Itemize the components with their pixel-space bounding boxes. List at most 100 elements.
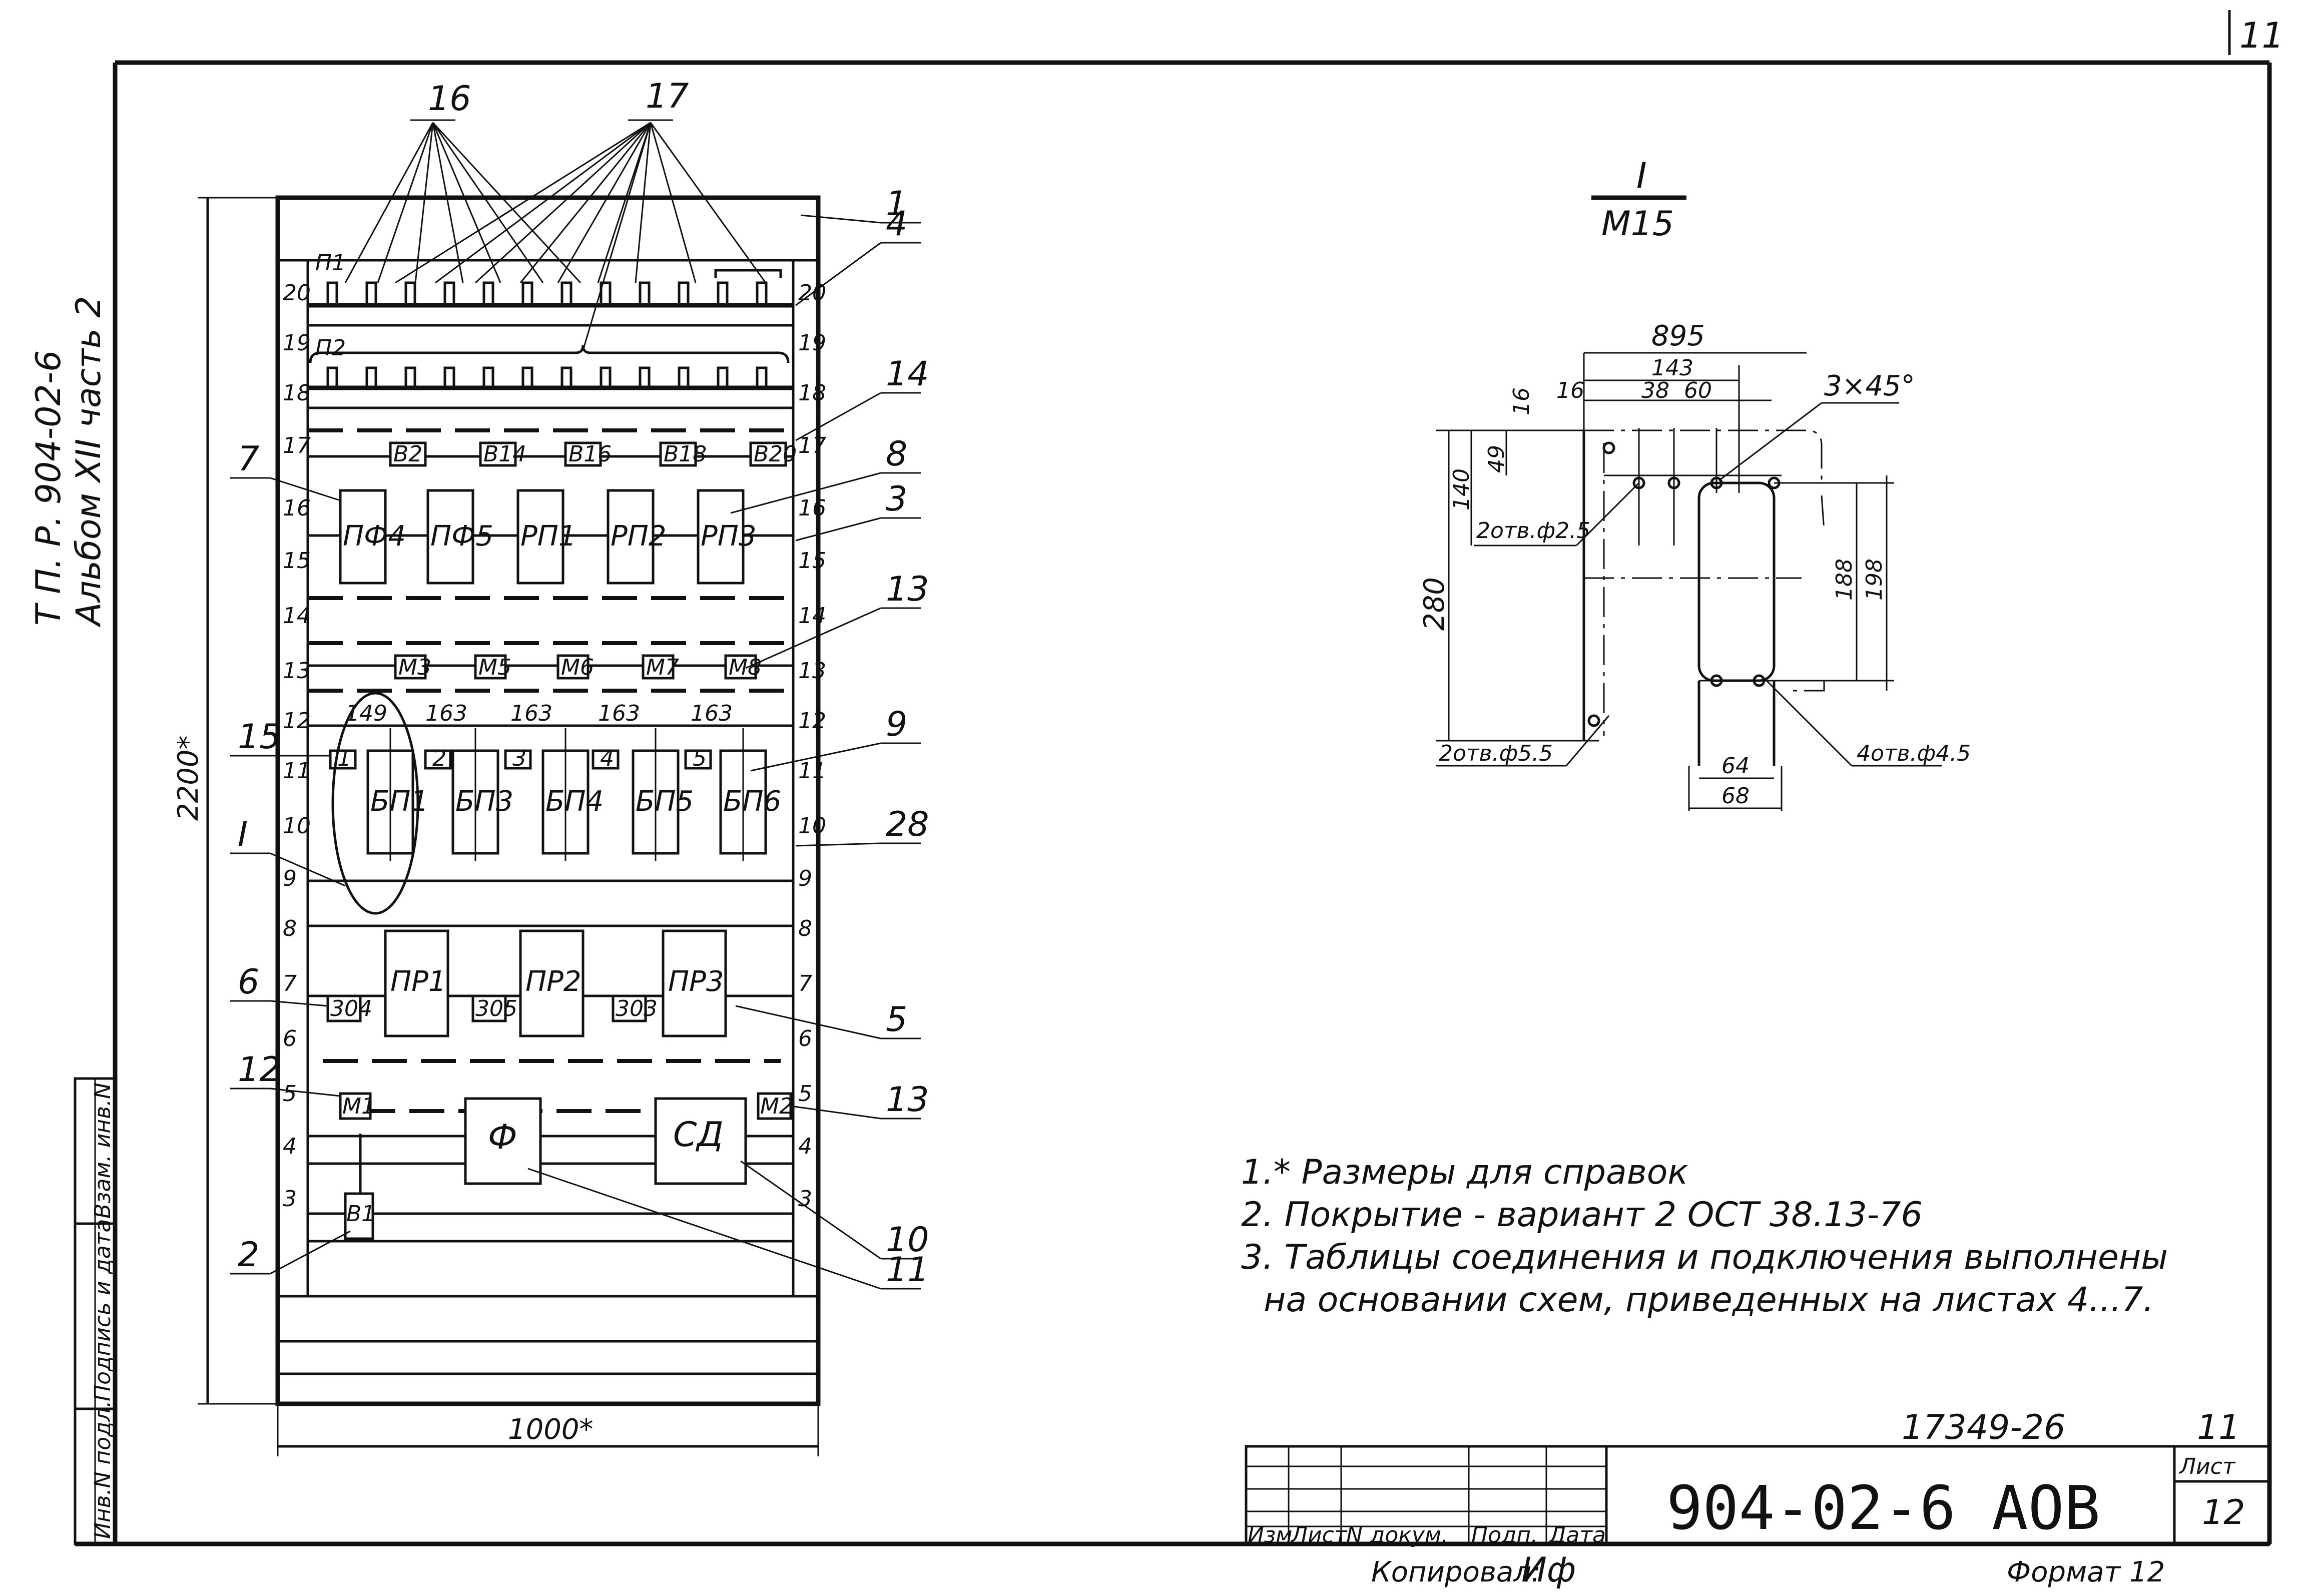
side-label-line2: Альбом XII часть 2	[69, 296, 109, 628]
relay-block: РП3	[697, 489, 757, 585]
tb-header-doc: N докум.	[1346, 1522, 1448, 1548]
sheet-label: Лист	[2178, 1454, 2236, 1479]
left-stamp: Инв.N подл. Подпись и дата Взам. инв.N	[74, 1077, 117, 1545]
right-callout: 3	[795, 479, 921, 542]
power-block-label: БП3	[455, 785, 513, 818]
small-box-label: 303	[616, 996, 658, 1021]
right-callout-number: 8	[886, 434, 907, 474]
dim-64: 64	[1721, 753, 1750, 779]
row-number-left: 12	[283, 708, 311, 734]
tb-header-sign: Подп.	[1471, 1522, 1538, 1548]
stamp-sign-label: Подпись и дата	[90, 1219, 116, 1401]
pitch-dimension: 149	[345, 701, 387, 726]
unit-sd: СД	[654, 1097, 747, 1185]
doc-code: 904-02-6 АОВ	[1666, 1474, 2100, 1543]
m-block-label: М5	[478, 655, 511, 680]
row-number-right: 15	[798, 548, 826, 574]
left-callout: 12	[230, 1050, 341, 1097]
dim-198: 198	[1862, 559, 1887, 601]
row-number-right: 11	[798, 758, 826, 784]
side-label: Т П. Р. 904-02-6 Альбом XII часть 2	[29, 296, 109, 628]
corner-sheet-number: 11	[2239, 15, 2284, 56]
right-callout-number: 11	[886, 1250, 929, 1290]
pitch-dimension: 163	[510, 701, 552, 726]
chamfer-label: 3×45°	[1824, 370, 1915, 402]
power-block-label: БП4	[545, 785, 604, 818]
callout-16: 16	[428, 79, 471, 119]
row-number-left: 3	[283, 1186, 297, 1212]
title-block: 17349-26 11 Изм Лист N докум. Подп. Дата…	[1245, 1408, 2271, 1590]
row-number-left: 10	[283, 813, 311, 839]
right-callout: 5	[735, 1000, 921, 1039]
m-block: М5	[474, 654, 511, 680]
holes-c-label: 4отв.ф4.5	[1857, 741, 1971, 766]
small-box-label: 305	[475, 996, 517, 1021]
left-callout: 6	[230, 962, 328, 1007]
row-number-left: 16	[283, 495, 311, 521]
left-callout-number: 6	[238, 962, 259, 1002]
right-callout: 13	[790, 1080, 929, 1120]
dim-143: 143	[1651, 355, 1693, 381]
row-number-left: 5	[283, 1081, 297, 1107]
power-block-label: БП1	[370, 785, 428, 818]
relay-block: ПФ4	[339, 489, 406, 585]
right-callout-number: 28	[886, 805, 929, 844]
b-block: В16	[564, 441, 612, 467]
callout-17: 17	[646, 77, 689, 116]
left-callout-number: 15	[238, 717, 281, 757]
notes: 1.* Размеры для справок 2. Покрытие - ва…	[1241, 1153, 2168, 1320]
small-box: 303	[612, 994, 658, 1022]
dim-140: 140	[1449, 468, 1474, 510]
note-2: 2. Покрытие - вариант 2 ОСТ 38.13-76	[1241, 1195, 1923, 1235]
dim-16b: 16	[1556, 378, 1584, 403]
right-callout: 10	[740, 1160, 929, 1260]
m-corner-2: М2	[757, 1092, 793, 1120]
row-number-right: 18	[798, 380, 826, 406]
holes-a-label: 2отв.ф2.5	[1476, 518, 1590, 544]
relay-block: РП1	[516, 489, 577, 585]
small-box: 304	[326, 994, 372, 1022]
height-dimension: 2200*	[172, 735, 205, 821]
pitch-dimension: 163	[598, 701, 640, 726]
b-block-label: В2	[393, 441, 422, 467]
left-callout-number: 12	[238, 1050, 281, 1090]
row-number-right: 12	[798, 708, 826, 734]
unit-f-label: Ф	[488, 1118, 517, 1157]
position-number: 2	[432, 746, 446, 771]
row-number-right: 3	[798, 1186, 812, 1212]
sheet-top-number: 11	[2197, 1408, 2240, 1447]
row-number-left: 7	[283, 971, 297, 996]
b-block: В18	[659, 441, 707, 467]
m-corner-1: М1	[339, 1092, 375, 1120]
holes-b-label: 2отв.ф5.5	[1439, 741, 1553, 766]
detail-view-title: I	[1636, 155, 1647, 196]
row-label-p2: П2	[315, 335, 346, 361]
right-callout-number: 9	[886, 705, 907, 744]
dim-68: 68	[1721, 783, 1750, 809]
row-number-left: 6	[283, 1026, 297, 1051]
row-number-left: 20	[283, 280, 311, 306]
position-number: 5	[693, 746, 707, 771]
detail-view: I М15 895 143 16 3	[1418, 155, 1971, 811]
relay-block: ПФ5	[426, 489, 493, 585]
tb-header-date: Дата	[1548, 1522, 1606, 1548]
b-block-label: В20	[754, 441, 797, 467]
small-box-label: 304	[330, 996, 372, 1021]
converter-block: ПР2	[519, 929, 585, 1037]
m-corner-2-label: М2	[760, 1094, 793, 1119]
row-number-right: 4	[798, 1134, 812, 1159]
row-number-left: 9	[283, 866, 297, 891]
b-block-label: В14	[483, 441, 526, 467]
detail-circle	[331, 692, 419, 915]
relay-block: РП2	[607, 489, 667, 585]
row-number-right: 6	[798, 1026, 812, 1051]
right-callout: 28	[795, 805, 929, 847]
